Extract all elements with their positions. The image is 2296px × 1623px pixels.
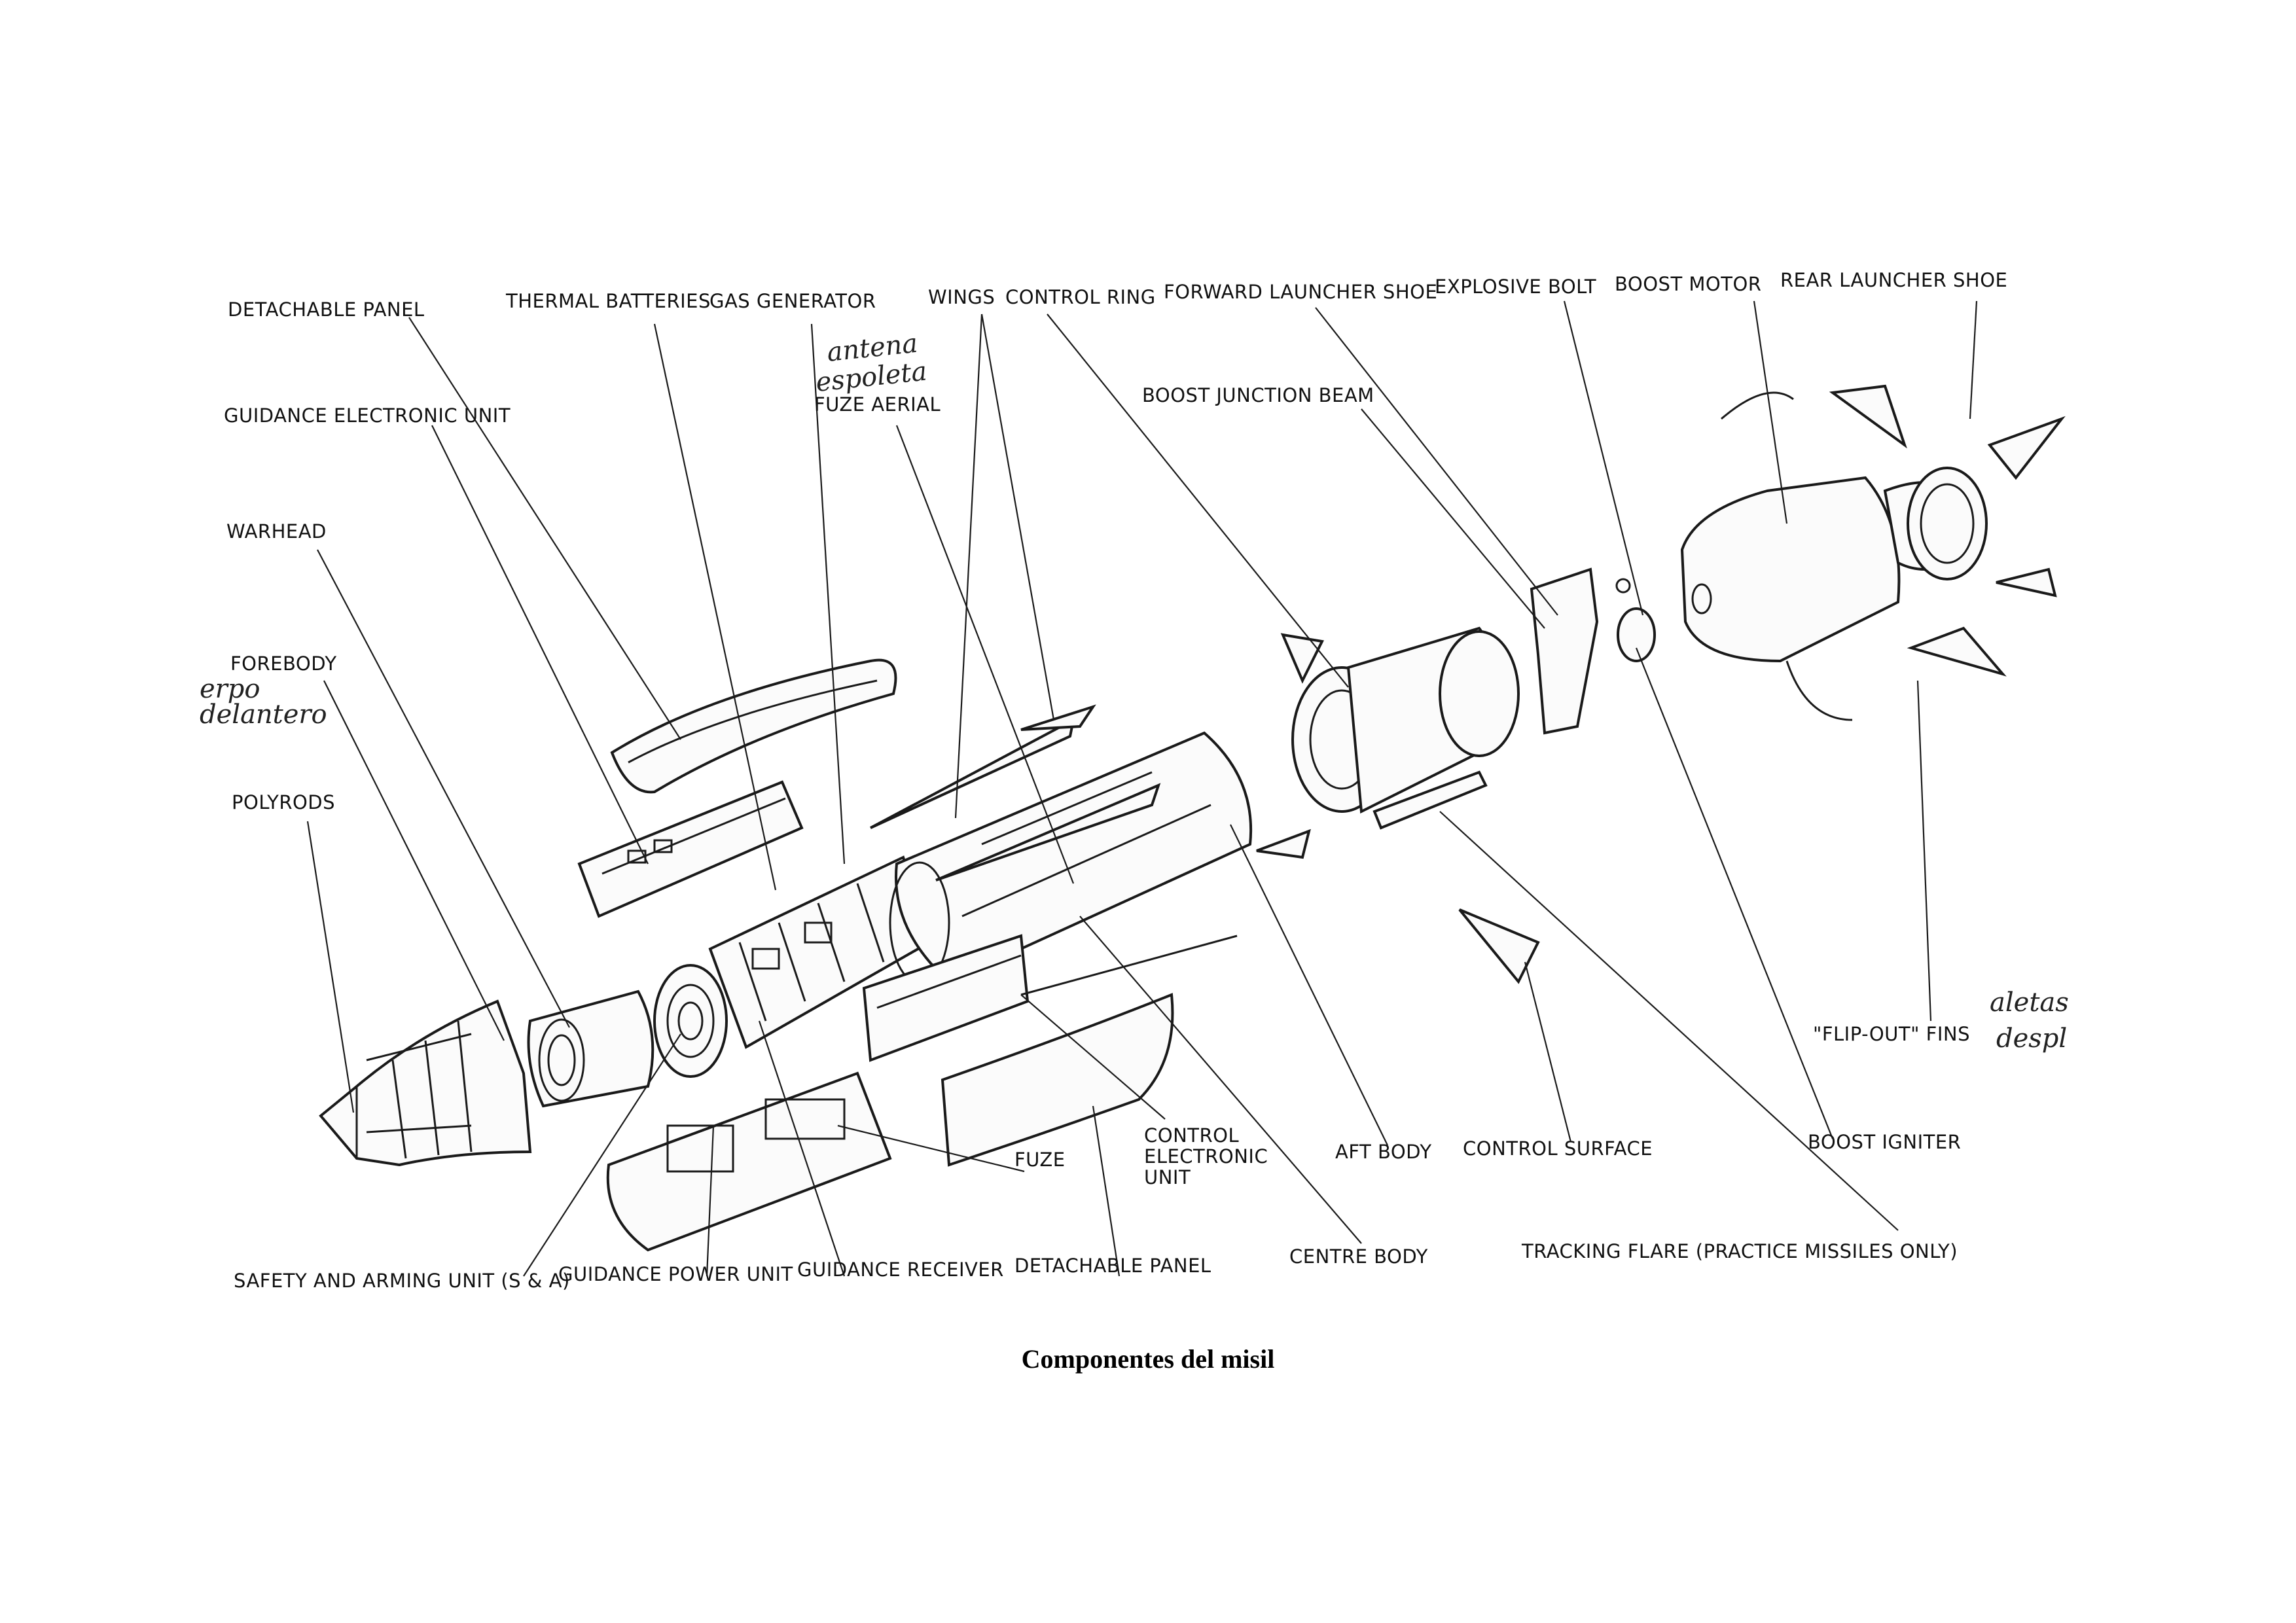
handwritten-desplegables: despl: [1996, 1024, 2067, 1054]
forebody-part: [319, 999, 532, 1167]
label-control-surface: CONTROL SURFACE: [1463, 1137, 1653, 1160]
boost-motor-part: [1680, 467, 1988, 663]
control-surface-part: [1458, 908, 1540, 984]
handwritten-aletas: aletas: [1990, 988, 2069, 1018]
label-aft-body: AFT BODY: [1335, 1141, 1432, 1163]
rear-launcher-shoe-part: [1829, 384, 2066, 677]
label-control-ring: CONTROL RING: [1005, 286, 1156, 308]
wings-part: [870, 704, 1161, 882]
label-polyrods: POLYRODS: [232, 791, 335, 813]
label-forebody: FOREBODY: [230, 652, 337, 675]
handwritten-cuerpo: erpo: [200, 674, 260, 704]
warhead-part: [527, 990, 655, 1108]
label-thermal-batteries: THERMAL BATTERIES: [505, 290, 711, 312]
centre-body-part: [889, 731, 1253, 984]
label-guidance-electronic-unit: GUIDANCE ELECTRONIC UNIT: [224, 404, 511, 427]
guidance-receiver-part: [708, 855, 931, 1049]
label-centre-body: CENTRE BODY: [1289, 1245, 1428, 1268]
aft-body-part: [1256, 626, 1520, 859]
label-tracking-flare: TRACKING FLARE (PRACTICE MISSILES ONLY): [1521, 1240, 1958, 1262]
boost-junction-beam-part: [1530, 567, 1656, 735]
label-guidance-receiver: GUIDANCE RECEIVER: [797, 1258, 1004, 1281]
label-forward-launcher-shoe: FORWARD LAUNCHER SHOE: [1164, 281, 1437, 303]
detachable-panel-bottom-part: [941, 935, 1238, 1167]
handwritten-delantero: delantero: [200, 700, 327, 730]
label-boost-motor: BOOST MOTOR: [1615, 273, 1761, 295]
label-guidance-power-unit: GUIDANCE POWER UNIT: [558, 1263, 793, 1285]
label-gas-generator: GAS GENERATOR: [709, 290, 876, 312]
tracking-flare-part: [1372, 770, 1488, 830]
label-control-electronic-unit-2: ELECTRONIC: [1144, 1145, 1268, 1168]
figure-caption: Componentes del misil: [1022, 1344, 1275, 1374]
label-wings: WINGS: [928, 286, 995, 308]
guidance-electronic-unit-part: [577, 780, 804, 918]
label-boost-igniter: BOOST IGNITER: [1808, 1131, 1961, 1153]
label-flip-out-fins: "FLIP-OUT" FINS: [1813, 1023, 1970, 1045]
label-detachable-panel-top: DETACHABLE PANEL: [228, 298, 425, 321]
label-boost-junction-beam: BOOST JUNCTION BEAM: [1142, 384, 1374, 406]
label-control-electronic-unit-1: CONTROL: [1144, 1124, 1239, 1147]
fuze-part: [606, 1071, 892, 1252]
leader-lines: [306, 300, 1978, 1277]
safety-arming-unit-part: [653, 964, 728, 1078]
label-detachable-panel-bottom: DETACHABLE PANEL: [1014, 1255, 1211, 1277]
flip-out-fins-part: [1721, 391, 1853, 721]
label-warhead: WARHEAD: [226, 520, 327, 543]
label-fuze: FUZE: [1014, 1149, 1066, 1171]
label-rear-launcher-shoe: REAR LAUNCHER SHOE: [1780, 269, 2007, 291]
label-control-electronic-unit-3: UNIT: [1144, 1166, 1191, 1188]
label-safety-and-arming-unit: SAFETY AND ARMING UNIT (S & A): [234, 1270, 570, 1292]
detachable-panel-top-part: [610, 658, 897, 794]
label-explosive-bolt: EXPLOSIVE BOLT: [1435, 276, 1596, 298]
label-fuze-aerial: FUZE AERIAL: [814, 393, 941, 416]
